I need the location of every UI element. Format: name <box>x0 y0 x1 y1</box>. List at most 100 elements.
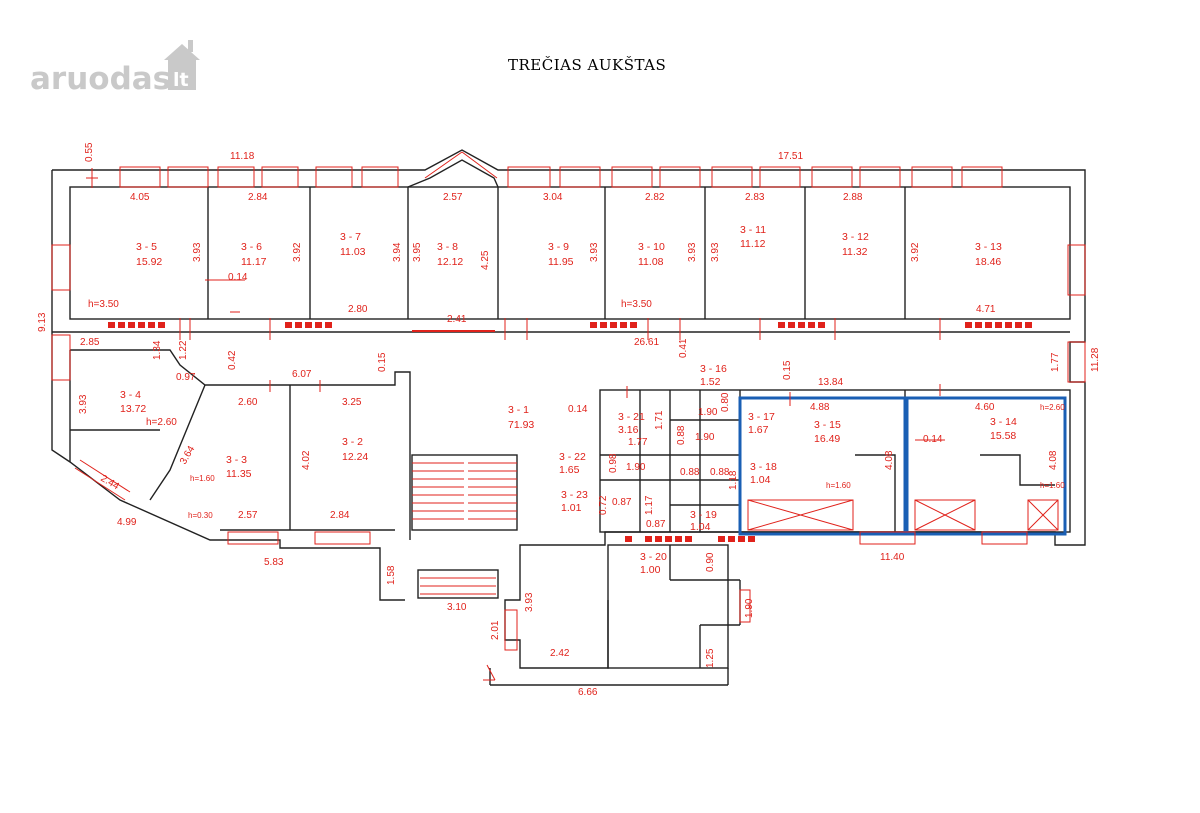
dim-label: 0.87 <box>646 519 666 530</box>
house-icon: lt <box>164 40 200 91</box>
dim-label: 2.42 <box>550 648 570 659</box>
room-3-1: 3 - 1 71.93 <box>508 404 534 431</box>
dim-label: h=2.60 <box>146 417 177 428</box>
dim-label: 0.42 <box>227 350 238 370</box>
walls <box>51 149 1086 686</box>
dim-label: h=1.60 <box>826 481 851 490</box>
svg-text:3 - 7: 3 - 7 <box>340 231 361 243</box>
dim-label: h=1.60 <box>1040 481 1065 490</box>
staircase <box>412 462 517 595</box>
logo-text: aruodas <box>30 61 171 97</box>
svg-text:3 - 2: 3 - 2 <box>342 436 363 448</box>
dim-label: 2.01 <box>490 620 501 640</box>
svg-text:3 - 11: 3 - 11 <box>740 224 766 236</box>
room-labels: 3 - 515.92 3 - 611.17 3 - 7 11.03 3 - 8 12… <box>120 224 1017 576</box>
dim-label: 4.88 <box>810 402 830 413</box>
room-3-5: 3 - 515.92 <box>136 241 162 268</box>
svg-text:3 - 19: 3 - 19 <box>690 509 717 521</box>
dim-label: 2.41 <box>447 314 467 325</box>
dim-label: 0.41 <box>678 338 689 358</box>
dim-label: 0.14 <box>568 404 588 415</box>
dim-label: 2.88 <box>843 192 863 203</box>
dim-label: 13.84 <box>818 377 843 388</box>
svg-text:11.95: 11.95 <box>548 256 574 268</box>
dim-label: 0.14 <box>228 272 248 283</box>
dim-label: 9.13 <box>37 312 48 332</box>
svg-text:12.24: 12.24 <box>342 451 368 463</box>
dim-label: 2.57 <box>443 192 463 203</box>
dim-label: 3.64 <box>178 444 197 467</box>
svg-text:3 - 1: 3 - 1 <box>508 404 529 416</box>
svg-text:3 - 13: 3 - 13 <box>975 241 1002 253</box>
dim-label: 26.61 <box>634 337 659 348</box>
svg-text:3 - 4: 3 - 4 <box>120 389 141 401</box>
room-3-7: 3 - 7 11.03 <box>340 231 366 258</box>
svg-text:1.04: 1.04 <box>690 521 711 533</box>
room-3-17: 3 - 171.67 <box>748 411 775 436</box>
highlight-room-3-14 <box>905 396 1067 536</box>
svg-text:11.12: 11.12 <box>740 238 766 250</box>
room-3-23: 3 - 231.01 <box>561 489 588 514</box>
dim-label: 2.84 <box>248 192 268 203</box>
svg-text:16.49: 16.49 <box>814 433 840 445</box>
dim-label: h=3.50 <box>621 299 652 310</box>
svg-text:3 - 16: 3 - 16 <box>700 363 727 375</box>
room-3-3: 3 - 3 11.35 <box>226 454 252 480</box>
dim-label: 3.25 <box>342 397 362 408</box>
svg-text:3 - 5: 3 - 5 <box>136 241 157 253</box>
svg-text:3 - 18: 3 - 18 <box>750 461 777 473</box>
svg-text:12.12: 12.12 <box>437 256 463 268</box>
dim-label: 2.80 <box>348 304 368 315</box>
room-3-22: 3 - 221.65 <box>559 451 586 476</box>
dim-label: 2.44 <box>99 473 122 492</box>
svg-text:11.03: 11.03 <box>340 246 366 258</box>
dim-label: 1.22 <box>178 340 189 360</box>
dim-label: 1.77 <box>1050 352 1061 372</box>
dim-label: 1.90 <box>698 407 718 418</box>
svg-text:13.72: 13.72 <box>120 403 146 415</box>
dim-label: h=3.50 <box>88 299 119 310</box>
svg-text:3 - 22: 3 - 22 <box>559 451 586 463</box>
svg-text:3 - 12: 3 - 12 <box>842 231 869 243</box>
room-3-19: 3 - 191.04 <box>690 509 717 533</box>
dim-label: 1.77 <box>628 437 648 448</box>
dim-label: 4.71 <box>976 304 996 315</box>
svg-text:71.93: 71.93 <box>508 419 534 431</box>
dim-label: 0.90 <box>705 552 716 572</box>
dim-label: 6.07 <box>292 369 312 380</box>
svg-text:3 - 17: 3 - 17 <box>748 411 775 423</box>
vent-shafts <box>747 499 1059 531</box>
svg-text:3 - 15: 3 - 15 <box>814 419 841 431</box>
dim-label: 1.71 <box>654 410 665 430</box>
svg-text:3 - 8: 3 - 8 <box>437 241 458 253</box>
svg-text:11.35: 11.35 <box>226 468 252 480</box>
dim-label: 3.92 <box>292 242 303 262</box>
dim-label: 3.04 <box>543 192 563 203</box>
dim-label: 1.25 <box>705 648 716 668</box>
dim-label: 1.17 <box>644 495 655 515</box>
svg-text:3.16: 3.16 <box>618 424 639 436</box>
svg-text:3 - 23: 3 - 23 <box>561 489 588 501</box>
dim-label: 3.92 <box>910 242 921 262</box>
dim-label: 3.93 <box>192 242 203 262</box>
room-3-20: 3 - 201.00 <box>640 551 667 576</box>
svg-text:3 - 3: 3 - 3 <box>226 454 247 466</box>
svg-text:1.52: 1.52 <box>700 376 721 388</box>
room-3-15: 3 - 15 16.49 <box>814 419 841 445</box>
room-3-6: 3 - 611.17 <box>241 241 267 268</box>
dim-label: 0.88 <box>680 467 700 478</box>
dim-label: 3.94 <box>392 242 403 262</box>
dim-label: 2.84 <box>330 510 350 521</box>
aruodas-logo[interactable]: aruodas lt <box>30 40 200 97</box>
svg-text:15.58: 15.58 <box>990 430 1016 442</box>
dim-label: 3.93 <box>78 394 89 414</box>
dim-label: 11.28 <box>1090 347 1101 372</box>
svg-text:1.00: 1.00 <box>640 564 661 576</box>
logo-suffix: lt <box>173 69 189 91</box>
dim-label: 3.10 <box>447 602 467 613</box>
dim-label: 0.88 <box>676 425 687 445</box>
room-3-11: 3 - 11 11.12 <box>740 224 766 250</box>
